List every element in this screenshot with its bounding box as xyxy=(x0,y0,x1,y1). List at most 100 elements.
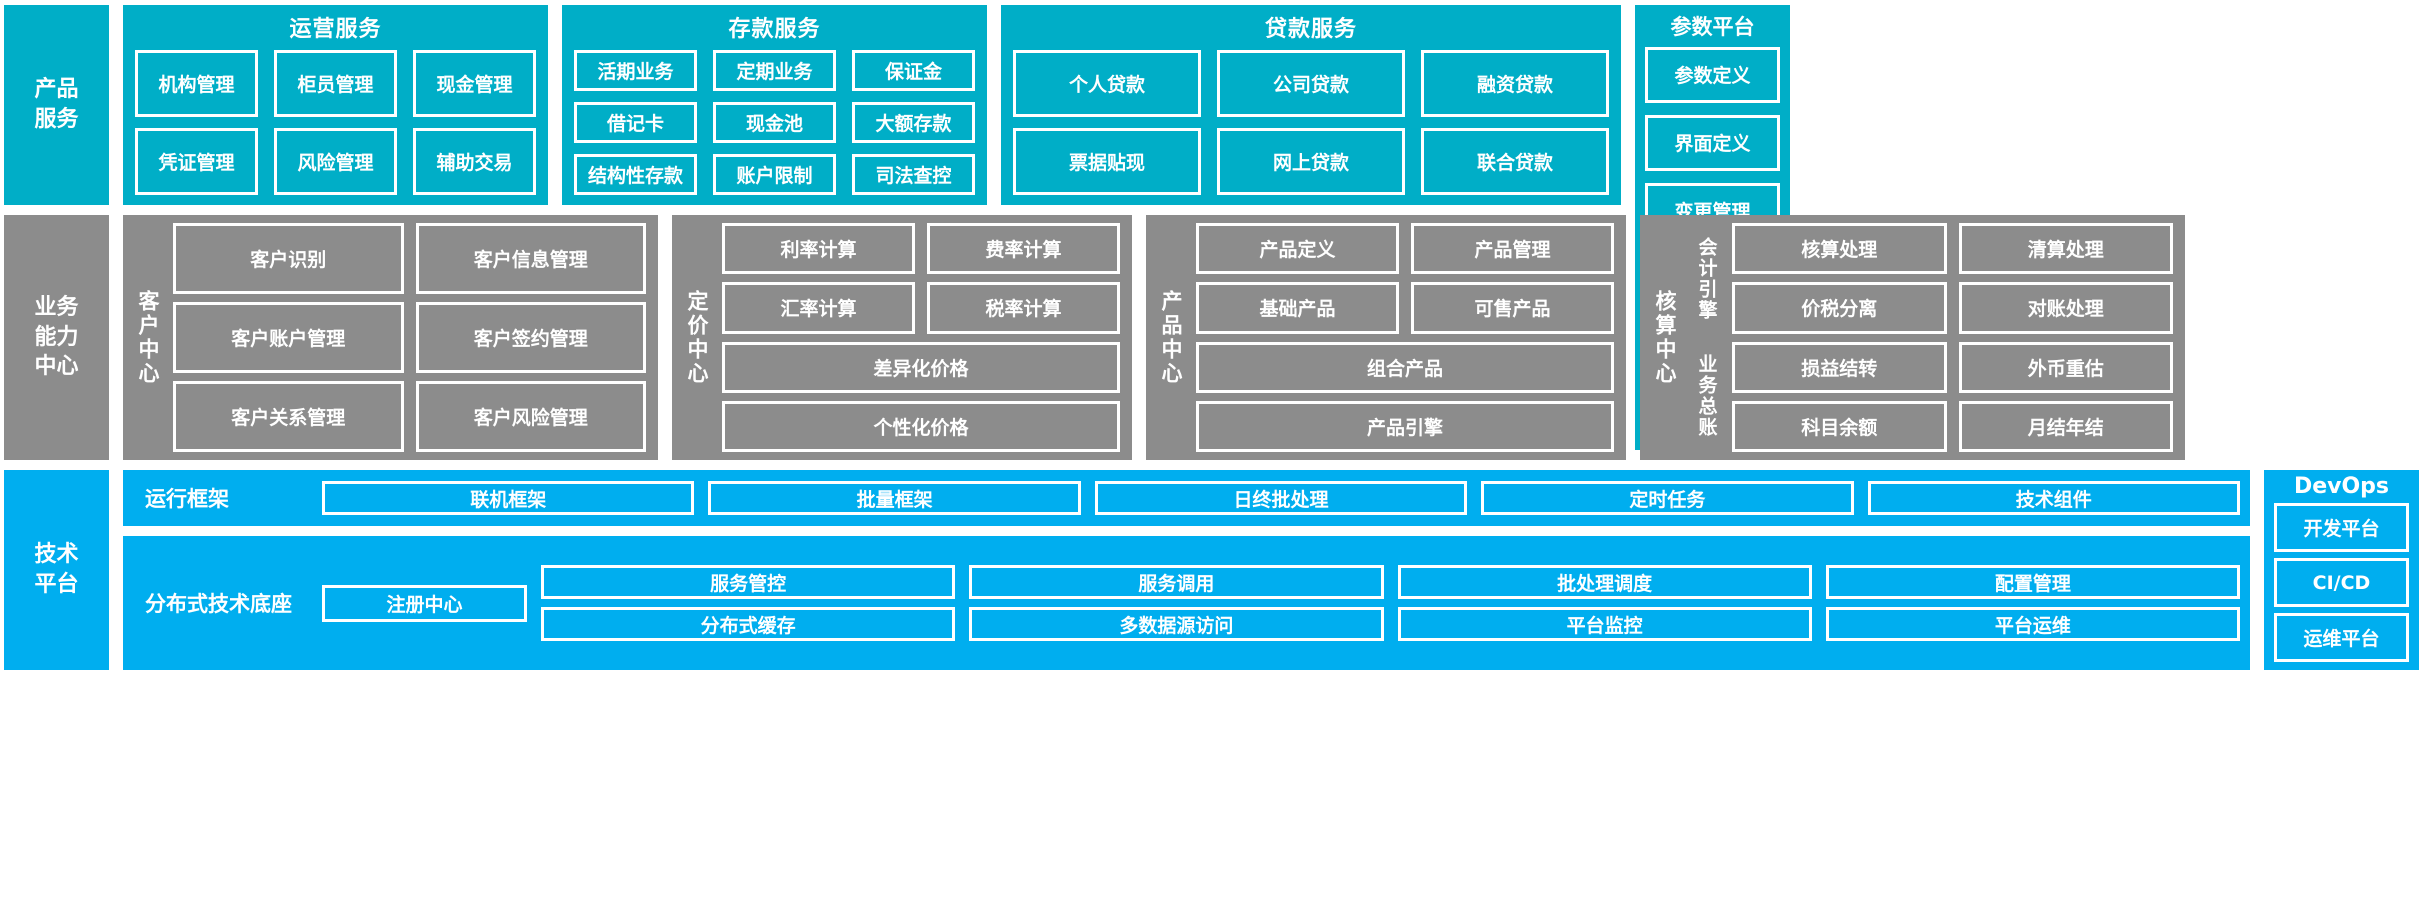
customer-center-body: 客户识别 客户信息管理 客户账户管理 客户签约管理 客户关系管理 客户风险管理 xyxy=(173,223,646,452)
devops-item[interactable]: 运维平台 xyxy=(2274,613,2409,662)
capability-item[interactable]: 产品引擎 xyxy=(1196,400,1614,452)
center-customer: 客户中心 客户识别 客户信息管理 客户账户管理 客户签约管理 客户关系管理 客户… xyxy=(123,215,658,460)
service-item[interactable]: 账户限制 xyxy=(713,154,836,195)
center-product: 产品中心 产品定义 产品管理 基础产品 可售产品 组合产品 产品引擎 xyxy=(1146,215,1626,460)
capability-item[interactable]: 月结年结 xyxy=(1958,400,2173,452)
group-loan-services: 贷款服务 个人贷款 公司贷款 融资贷款 票据贴现 网上贷款 联合贷款 xyxy=(1001,5,1621,205)
capability-item[interactable]: 客户账户管理 xyxy=(173,302,404,373)
tech-item-registry-center[interactable]: 注册中心 xyxy=(322,584,527,622)
capability-item[interactable]: 基础产品 xyxy=(1196,282,1399,334)
loan-services-grid: 个人贷款 公司贷款 融资贷款 票据贴现 网上贷款 联合贷款 xyxy=(1013,50,1609,195)
service-item[interactable]: 公司贷款 xyxy=(1217,50,1405,117)
capability-item[interactable]: 税率计算 xyxy=(927,282,1120,334)
capability-item[interactable]: 个性化价格 xyxy=(722,400,1120,452)
service-item[interactable]: 定期业务 xyxy=(713,50,836,91)
deposit-services-grid: 活期业务 定期业务 保证金 借记卡 现金池 大额存款 结构性存款 账户限制 司法… xyxy=(574,50,975,195)
sublabel-accounting-engine: 会计引擎 xyxy=(1695,237,1718,322)
center-row: 价税分离 对账处理 xyxy=(1732,282,2173,334)
service-item[interactable]: 联合贷款 xyxy=(1421,128,1609,195)
capability-item[interactable]: 客户关系管理 xyxy=(173,381,404,452)
capability-item[interactable]: 对账处理 xyxy=(1958,282,2173,334)
service-item[interactable]: 现金管理 xyxy=(413,50,536,117)
service-item[interactable]: 结构性存款 xyxy=(574,154,697,195)
service-item[interactable]: 个人贷款 xyxy=(1013,50,1201,117)
center-accounting: 核算中心 会计引擎 业务总账 核算处理 清算处理 价税分离 对账处理 损益结转 … xyxy=(1640,215,2185,460)
tech-item[interactable]: 多数据源访问 xyxy=(969,607,1384,641)
capability-item[interactable]: 损益结转 xyxy=(1732,341,1947,393)
tech-item[interactable]: 配置管理 xyxy=(1825,565,2240,599)
accounting-sublabels: 会计引擎 业务总账 xyxy=(1690,223,1724,452)
group-title-operation-services: 运营服务 xyxy=(289,17,382,42)
center-row: 利率计算 费率计算 xyxy=(722,223,1120,275)
service-item[interactable]: 司法查控 xyxy=(852,154,975,195)
service-item[interactable]: 网上贷款 xyxy=(1217,128,1405,195)
capability-item[interactable]: 核算处理 xyxy=(1732,223,1947,275)
product-center-body: 产品定义 产品管理 基础产品 可售产品 组合产品 产品引擎 xyxy=(1196,223,1614,452)
center-row: 组合产品 xyxy=(1196,341,1614,393)
service-item[interactable]: 凭证管理 xyxy=(135,128,258,195)
tech-item[interactable]: 批量框架 xyxy=(708,481,1081,515)
service-item[interactable]: 活期业务 xyxy=(574,50,697,91)
layer-rail-business-capability: 业务能力中心 xyxy=(4,215,109,460)
center-row: 客户识别 客户信息管理 xyxy=(173,223,646,294)
capability-item[interactable]: 外币重估 xyxy=(1958,341,2173,393)
service-item[interactable]: 风险管理 xyxy=(274,128,397,195)
layer-product-services: 产品服务 运营服务 机构管理 柜员管理 现金管理 凭证管理 风险管理 辅助交易 … xyxy=(0,5,2423,450)
capability-item[interactable]: 客户风险管理 xyxy=(415,381,646,452)
devops-item[interactable]: 开发平台 xyxy=(2274,503,2409,552)
center-name-product: 产品中心 xyxy=(1159,289,1183,386)
service-item[interactable]: 借记卡 xyxy=(574,102,697,143)
tech-row-label: 分布式技术底座 xyxy=(145,592,292,616)
capability-item[interactable]: 组合产品 xyxy=(1196,341,1614,393)
center-row: 损益结转 外币重估 xyxy=(1732,341,2173,393)
capability-item[interactable]: 客户识别 xyxy=(173,223,404,294)
tech-item[interactable]: 服务管控 xyxy=(541,565,956,599)
service-item[interactable]: 票据贴现 xyxy=(1013,128,1201,195)
center-name-accounting: 核算中心 xyxy=(1653,289,1677,386)
tech-item[interactable]: 平台监控 xyxy=(1397,607,1812,641)
tech-item[interactable]: 联机框架 xyxy=(322,481,695,515)
center-row: 汇率计算 税率计算 xyxy=(722,282,1120,334)
tech-item[interactable]: 日终批处理 xyxy=(1094,481,1468,515)
capability-item[interactable]: 利率计算 xyxy=(722,223,915,275)
parameter-platform-title: 参数平台 xyxy=(1670,15,1755,39)
service-item[interactable]: 融资贷款 xyxy=(1421,50,1609,117)
parameter-platform-item[interactable]: 参数定义 xyxy=(1645,47,1780,103)
tech-item[interactable]: 服务调用 xyxy=(969,565,1384,599)
capability-item[interactable]: 价税分离 xyxy=(1732,282,1947,334)
devops-title: DevOps xyxy=(2293,474,2390,499)
capability-item[interactable]: 科目余额 xyxy=(1732,400,1947,452)
capability-item[interactable]: 可售产品 xyxy=(1411,282,1614,334)
capability-item[interactable]: 汇率计算 xyxy=(722,282,915,334)
center-row: 产品引擎 xyxy=(1196,400,1614,452)
tech-item[interactable]: 批处理调度 xyxy=(1397,565,1812,599)
center-row: 客户关系管理 客户风险管理 xyxy=(173,381,646,452)
tech-item[interactable]: 技术组件 xyxy=(1867,481,2240,515)
devops-item[interactable]: CI/CD xyxy=(2274,558,2409,607)
service-item[interactable]: 大额存款 xyxy=(852,102,975,143)
capability-item[interactable]: 客户信息管理 xyxy=(415,223,646,294)
service-item[interactable]: 现金池 xyxy=(713,102,836,143)
layer-technical-platform: 技术平台 运行框架 联机框架 批量框架 日终批处理 定时任务 技术组件 分布式技… xyxy=(0,470,2423,670)
tech-item[interactable]: 分布式缓存 xyxy=(541,607,956,641)
accounting-center-body: 核算处理 清算处理 价税分离 对账处理 损益结转 外币重估 科目余额 月结年结 xyxy=(1732,223,2173,452)
operation-services-grid: 机构管理 柜员管理 现金管理 凭证管理 风险管理 辅助交易 xyxy=(135,50,536,195)
tech-item[interactable]: 定时任务 xyxy=(1481,481,1854,515)
capability-item[interactable]: 清算处理 xyxy=(1958,223,2173,275)
service-item[interactable]: 机构管理 xyxy=(135,50,258,117)
capability-item[interactable]: 产品管理 xyxy=(1411,223,1614,275)
tech-item[interactable]: 平台运维 xyxy=(1825,607,2240,641)
group-deposit-services: 存款服务 活期业务 定期业务 保证金 借记卡 现金池 大额存款 结构性存款 账户… xyxy=(562,5,987,205)
capability-item[interactable]: 费率计算 xyxy=(927,223,1120,275)
capability-item[interactable]: 客户签约管理 xyxy=(415,302,646,373)
service-item[interactable]: 保证金 xyxy=(852,50,975,91)
capability-item[interactable]: 产品定义 xyxy=(1196,223,1399,275)
center-row: 客户账户管理 客户签约管理 xyxy=(173,302,646,373)
parameter-platform-item[interactable]: 界面定义 xyxy=(1645,114,1780,171)
layer-rail-technical-platform: 技术平台 xyxy=(4,470,109,670)
registry-center-wrapper: 注册中心 xyxy=(322,584,527,622)
tech-row-runtime-framework: 运行框架 联机框架 批量框架 日终批处理 定时任务 技术组件 xyxy=(123,470,2250,526)
service-item[interactable]: 辅助交易 xyxy=(413,128,536,195)
capability-item[interactable]: 差异化价格 xyxy=(722,341,1120,393)
service-item[interactable]: 柜员管理 xyxy=(274,50,397,117)
